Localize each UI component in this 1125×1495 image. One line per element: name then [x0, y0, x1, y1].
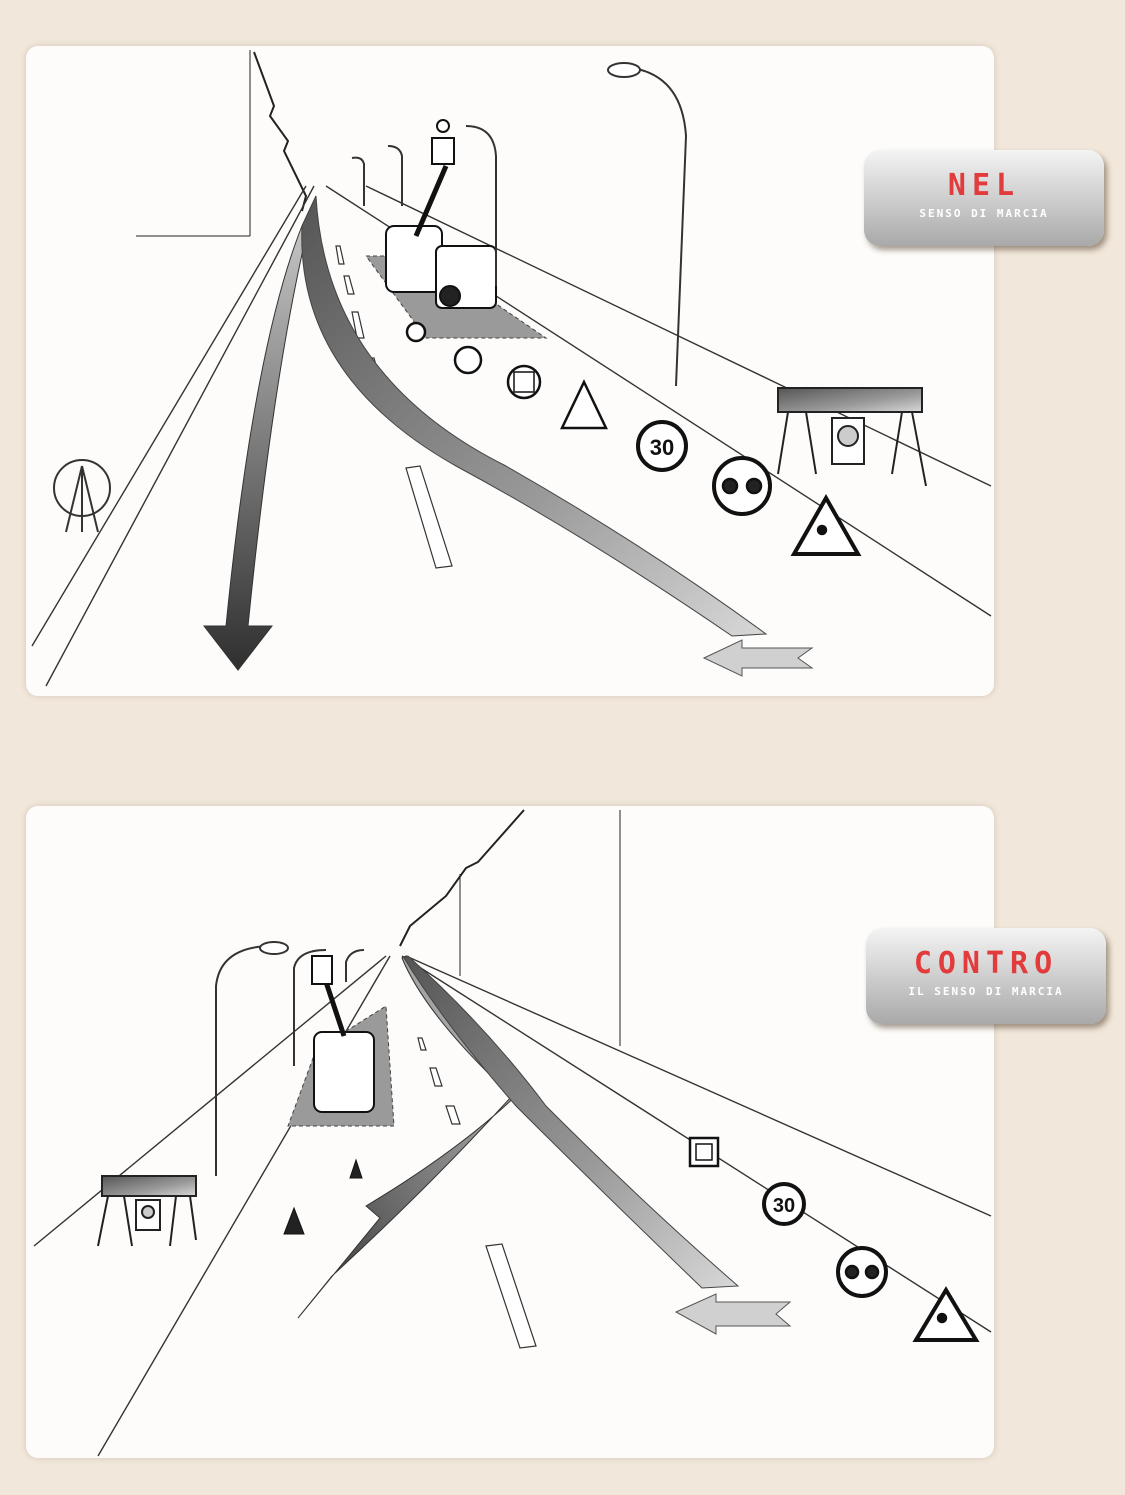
building: [136, 50, 308, 237]
direction-badge-opposite: CONTRO IL SENSO DI MARCIA: [866, 928, 1106, 1024]
badge-title: CONTRO: [913, 946, 1059, 981]
road-works-sign: [912, 1286, 980, 1342]
illustration-panel-against-traffic: 30: [26, 806, 994, 1458]
building: [399, 809, 621, 1046]
road-barrier: [97, 1175, 197, 1247]
traffic-arrow-left: [202, 195, 317, 671]
badge-subtitle: IL SENSO DI MARCIA: [908, 985, 1064, 998]
speed-limit-sign: 30: [762, 1182, 806, 1226]
tripod-sign: [53, 459, 111, 533]
aerial-work-vehicle: [385, 119, 497, 309]
no-overtaking-sign: [712, 456, 772, 516]
speed-limit-value: 30: [773, 1195, 795, 1217]
street-lamps: [215, 941, 365, 1176]
road-narrows-sign: [560, 379, 608, 430]
speed-limit-value: 30: [650, 435, 674, 460]
traffic-arrow-right: [403, 955, 740, 1289]
road-works-scene-opposite-direction: 30: [33, 809, 992, 1457]
incoming-traffic-arrow: [674, 1293, 792, 1335]
aerial-work-vehicle: [311, 955, 375, 1113]
two-way-traffic-sign: [506, 364, 542, 400]
traffic-cones: [283, 1158, 363, 1235]
direction-badge-same: NEL SENSO DI MARCIA: [864, 150, 1104, 246]
street-lamps: [351, 62, 688, 387]
signs-row: 30: [688, 1136, 980, 1342]
keep-right-sign: [405, 321, 427, 343]
no-overtaking-sign: [836, 1246, 888, 1298]
incoming-traffic-arrow: [702, 639, 814, 677]
illustration-panel-with-traffic: 30: [26, 46, 994, 696]
speed-limit-sign: 30: [636, 420, 688, 472]
lane-markings: [417, 1037, 537, 1349]
badge-title: NEL: [947, 168, 1021, 203]
keep-right-sign-2: [453, 345, 483, 375]
traffic-arrow-right: [301, 195, 768, 637]
badge-subtitle: SENSO DI MARCIA: [919, 207, 1049, 220]
signs-row: 30: [405, 321, 862, 556]
road-edges: [33, 955, 992, 1457]
road-barrier: [777, 387, 927, 487]
road-works-scene-same-direction: 30: [31, 50, 992, 687]
road-works-sign: [790, 493, 862, 556]
two-way-traffic-sign: [688, 1136, 720, 1168]
